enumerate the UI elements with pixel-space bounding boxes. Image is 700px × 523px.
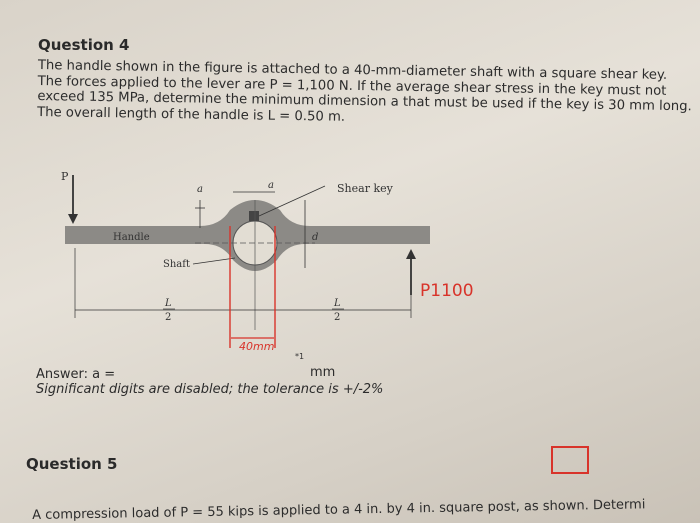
label-shear-key: Shear key (337, 182, 394, 195)
question-5-title: Question 5 (26, 455, 118, 473)
question-4-title: Question 4 (38, 36, 130, 54)
answer-superscript: *1 (295, 352, 305, 361)
label-d: d (312, 232, 318, 243)
handwritten-p1100: P1100 (420, 281, 474, 301)
label-handle: Handle (113, 232, 150, 243)
answer-input[interactable] (130, 361, 294, 381)
force-arrow-left-head (68, 214, 78, 224)
label-shaft: Shaft (163, 259, 190, 270)
handwritten-40mm: 40mm (239, 340, 274, 353)
question-4-text: The handle shown in the figure is attach… (37, 58, 692, 130)
handle-shaft-diagram: P a a Shear key d Handle Shaft (61, 170, 474, 353)
label-l-right: L (333, 298, 341, 309)
question-5-text: A compression load of P = 55 kips is app… (32, 497, 646, 523)
shear-key (249, 211, 259, 221)
answer-label: Answer: a = (36, 367, 116, 382)
label-a-left: a (197, 184, 203, 195)
answer-unit: mm (310, 365, 336, 380)
label-p: P (61, 170, 69, 183)
force-arrow-right-head (406, 249, 416, 259)
label-l-left: L (164, 298, 172, 309)
label-a-top: a (268, 180, 274, 191)
shear-key-leader (258, 185, 326, 217)
red-handdrawn-box (551, 446, 589, 474)
tolerance-note: Significant digits are disabled; the tol… (36, 382, 384, 397)
label-2-right: 2 (334, 312, 340, 323)
label-2-left: 2 (165, 312, 171, 323)
shaft-leader (192, 257, 236, 265)
